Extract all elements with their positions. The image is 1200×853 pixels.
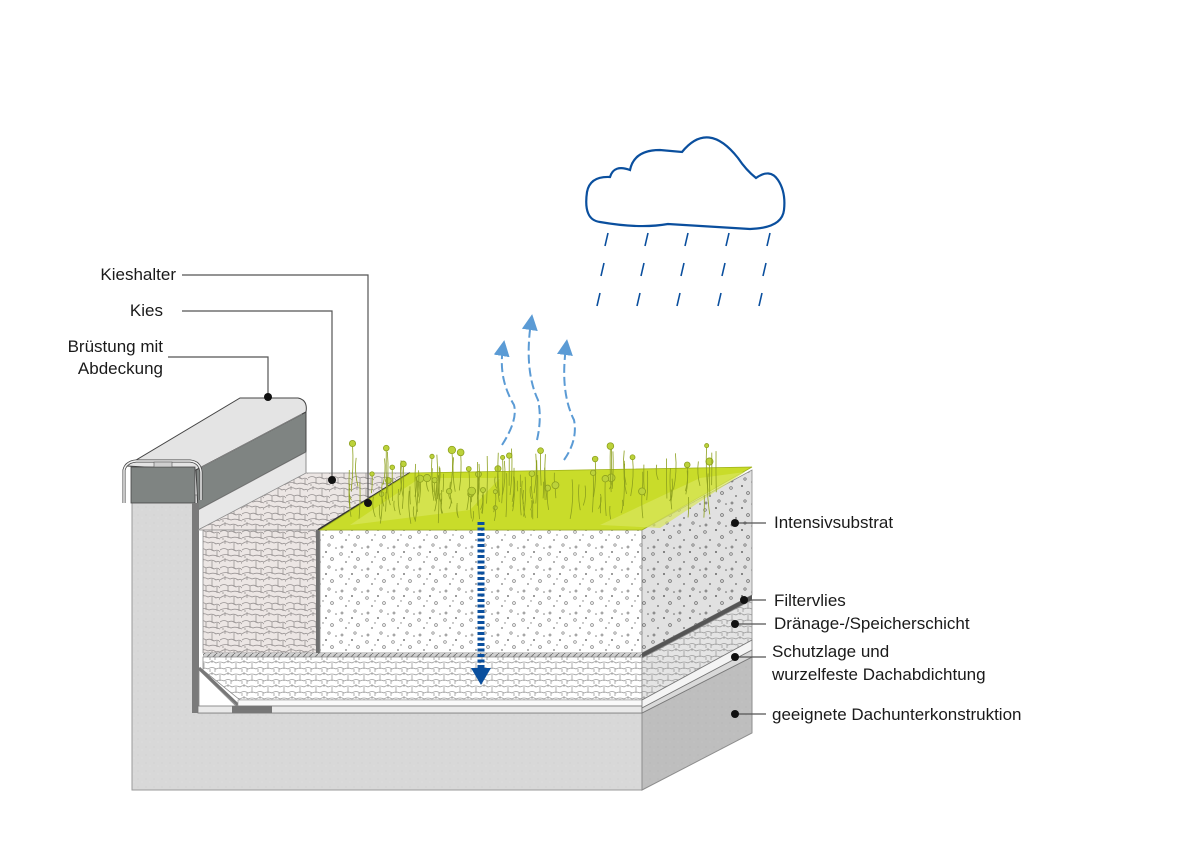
label-bruestung-line1: Brüstung mit	[68, 337, 163, 357]
label-kieshalter: Kieshalter	[100, 265, 176, 285]
plant-flower	[630, 455, 635, 460]
plant-flower	[390, 465, 395, 470]
plant-flower	[590, 470, 595, 475]
rain-drop	[641, 263, 644, 276]
label-schutzlage-line1: Schutzlage und	[772, 642, 889, 662]
plant-flower	[493, 490, 497, 494]
plant-flower	[457, 449, 464, 456]
label-dachunterkonstruktion: geeignete Dachunterkonstruktion	[772, 705, 1022, 725]
parapet-wall-edge	[192, 503, 199, 713]
rain-drop	[601, 263, 604, 276]
label-draenage: Dränage-/Speicherschicht	[774, 614, 970, 634]
plant-flower	[529, 471, 535, 477]
plant-flower	[607, 443, 614, 450]
plant-flower	[501, 455, 505, 459]
plant-flower	[383, 445, 389, 451]
plant-flower	[552, 482, 559, 489]
plant-flower	[468, 487, 476, 495]
rain-drop	[645, 233, 648, 246]
label-intensivsubstrat: Intensivsubstrat	[774, 513, 893, 533]
plant-flower	[349, 440, 355, 446]
plant-flower	[538, 448, 544, 454]
rain-drop	[677, 293, 680, 306]
plant-flower	[480, 487, 485, 492]
plant-flower	[592, 456, 598, 462]
plant-flower	[416, 475, 423, 482]
rain-drop	[718, 293, 721, 306]
evaporation-arrows-icon	[502, 322, 575, 460]
plant-flower	[423, 474, 430, 481]
rain-drop	[637, 293, 640, 306]
rain-drop	[722, 263, 725, 276]
plant-flower	[370, 472, 374, 476]
plant-flower	[705, 444, 709, 448]
rain-drop	[605, 233, 608, 246]
rain-drop	[681, 263, 684, 276]
rain-drop	[763, 263, 766, 276]
plant-flower	[476, 471, 482, 477]
plant-flower	[466, 467, 471, 472]
plant-stem	[386, 448, 387, 493]
rain-drops-icon	[597, 233, 770, 306]
rain-drop	[726, 233, 729, 246]
rain-drop	[759, 293, 762, 306]
plant-flower	[639, 488, 646, 495]
plant-flower	[684, 462, 690, 468]
plant-flower	[430, 454, 434, 458]
plant-flower	[448, 446, 455, 453]
plant-flower	[446, 489, 451, 494]
leader-bruestung	[168, 357, 268, 397]
label-filtervlies: Filtervlies	[774, 591, 846, 611]
label-bruestung-line2: Abdeckung	[78, 359, 163, 379]
plant-flower	[432, 477, 437, 482]
plant-flower	[507, 453, 512, 458]
rain-cloud-icon	[586, 137, 784, 229]
plant-flower	[602, 475, 609, 482]
label-schutzlage-line2: wurzelfeste Dachabdichtung	[772, 665, 986, 685]
label-kies: Kies	[130, 301, 163, 321]
plant-stem	[540, 451, 541, 486]
rain-drop	[767, 233, 770, 246]
rain-drop	[685, 233, 688, 246]
gravel-retainer-plate	[316, 530, 320, 655]
rain-drop	[597, 293, 600, 306]
